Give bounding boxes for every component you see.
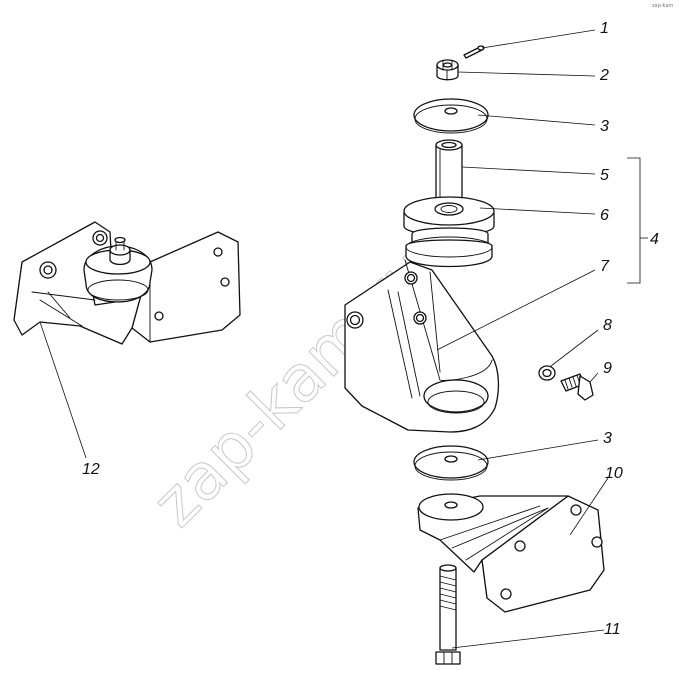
lower-bracket-part-10 [417, 493, 605, 613]
callout-2: 2 [599, 67, 609, 84]
callout-11: 11 [604, 621, 621, 638]
castle-nut-part-2 [436, 59, 459, 81]
main-bracket-part-7 [344, 259, 500, 433]
washer-top-part-3 [413, 98, 489, 134]
rubber-cushion-part-6 [403, 196, 495, 268]
callout-labels: 1 2 3 5 6 4 7 8 9 3 10 11 12 [82, 20, 659, 638]
washer-bottom-part-3 [413, 445, 489, 481]
callout-10: 10 [605, 465, 623, 482]
callout-12: 12 [82, 461, 100, 478]
long-bolt-part-11 [435, 564, 461, 665]
callout-9: 9 [603, 360, 612, 377]
callout-4: 4 [650, 231, 659, 248]
sleeve-part-5 [435, 139, 463, 201]
callout-8: 8 [603, 317, 612, 334]
corner-mark: zap-kam [652, 3, 674, 9]
cotter-pin-part-1 [463, 45, 485, 59]
bolt-part-9 [560, 373, 594, 401]
assembled-mount-part-12 [13, 221, 241, 345]
callout-3-top: 3 [600, 118, 609, 135]
spring-washer-part-8 [538, 365, 556, 381]
callout-3-bottom: 3 [603, 430, 612, 447]
leader-lines [39, 29, 648, 649]
callout-1: 1 [600, 20, 609, 37]
callout-5: 5 [600, 167, 609, 184]
callout-7: 7 [600, 258, 610, 275]
callout-6: 6 [600, 207, 609, 224]
